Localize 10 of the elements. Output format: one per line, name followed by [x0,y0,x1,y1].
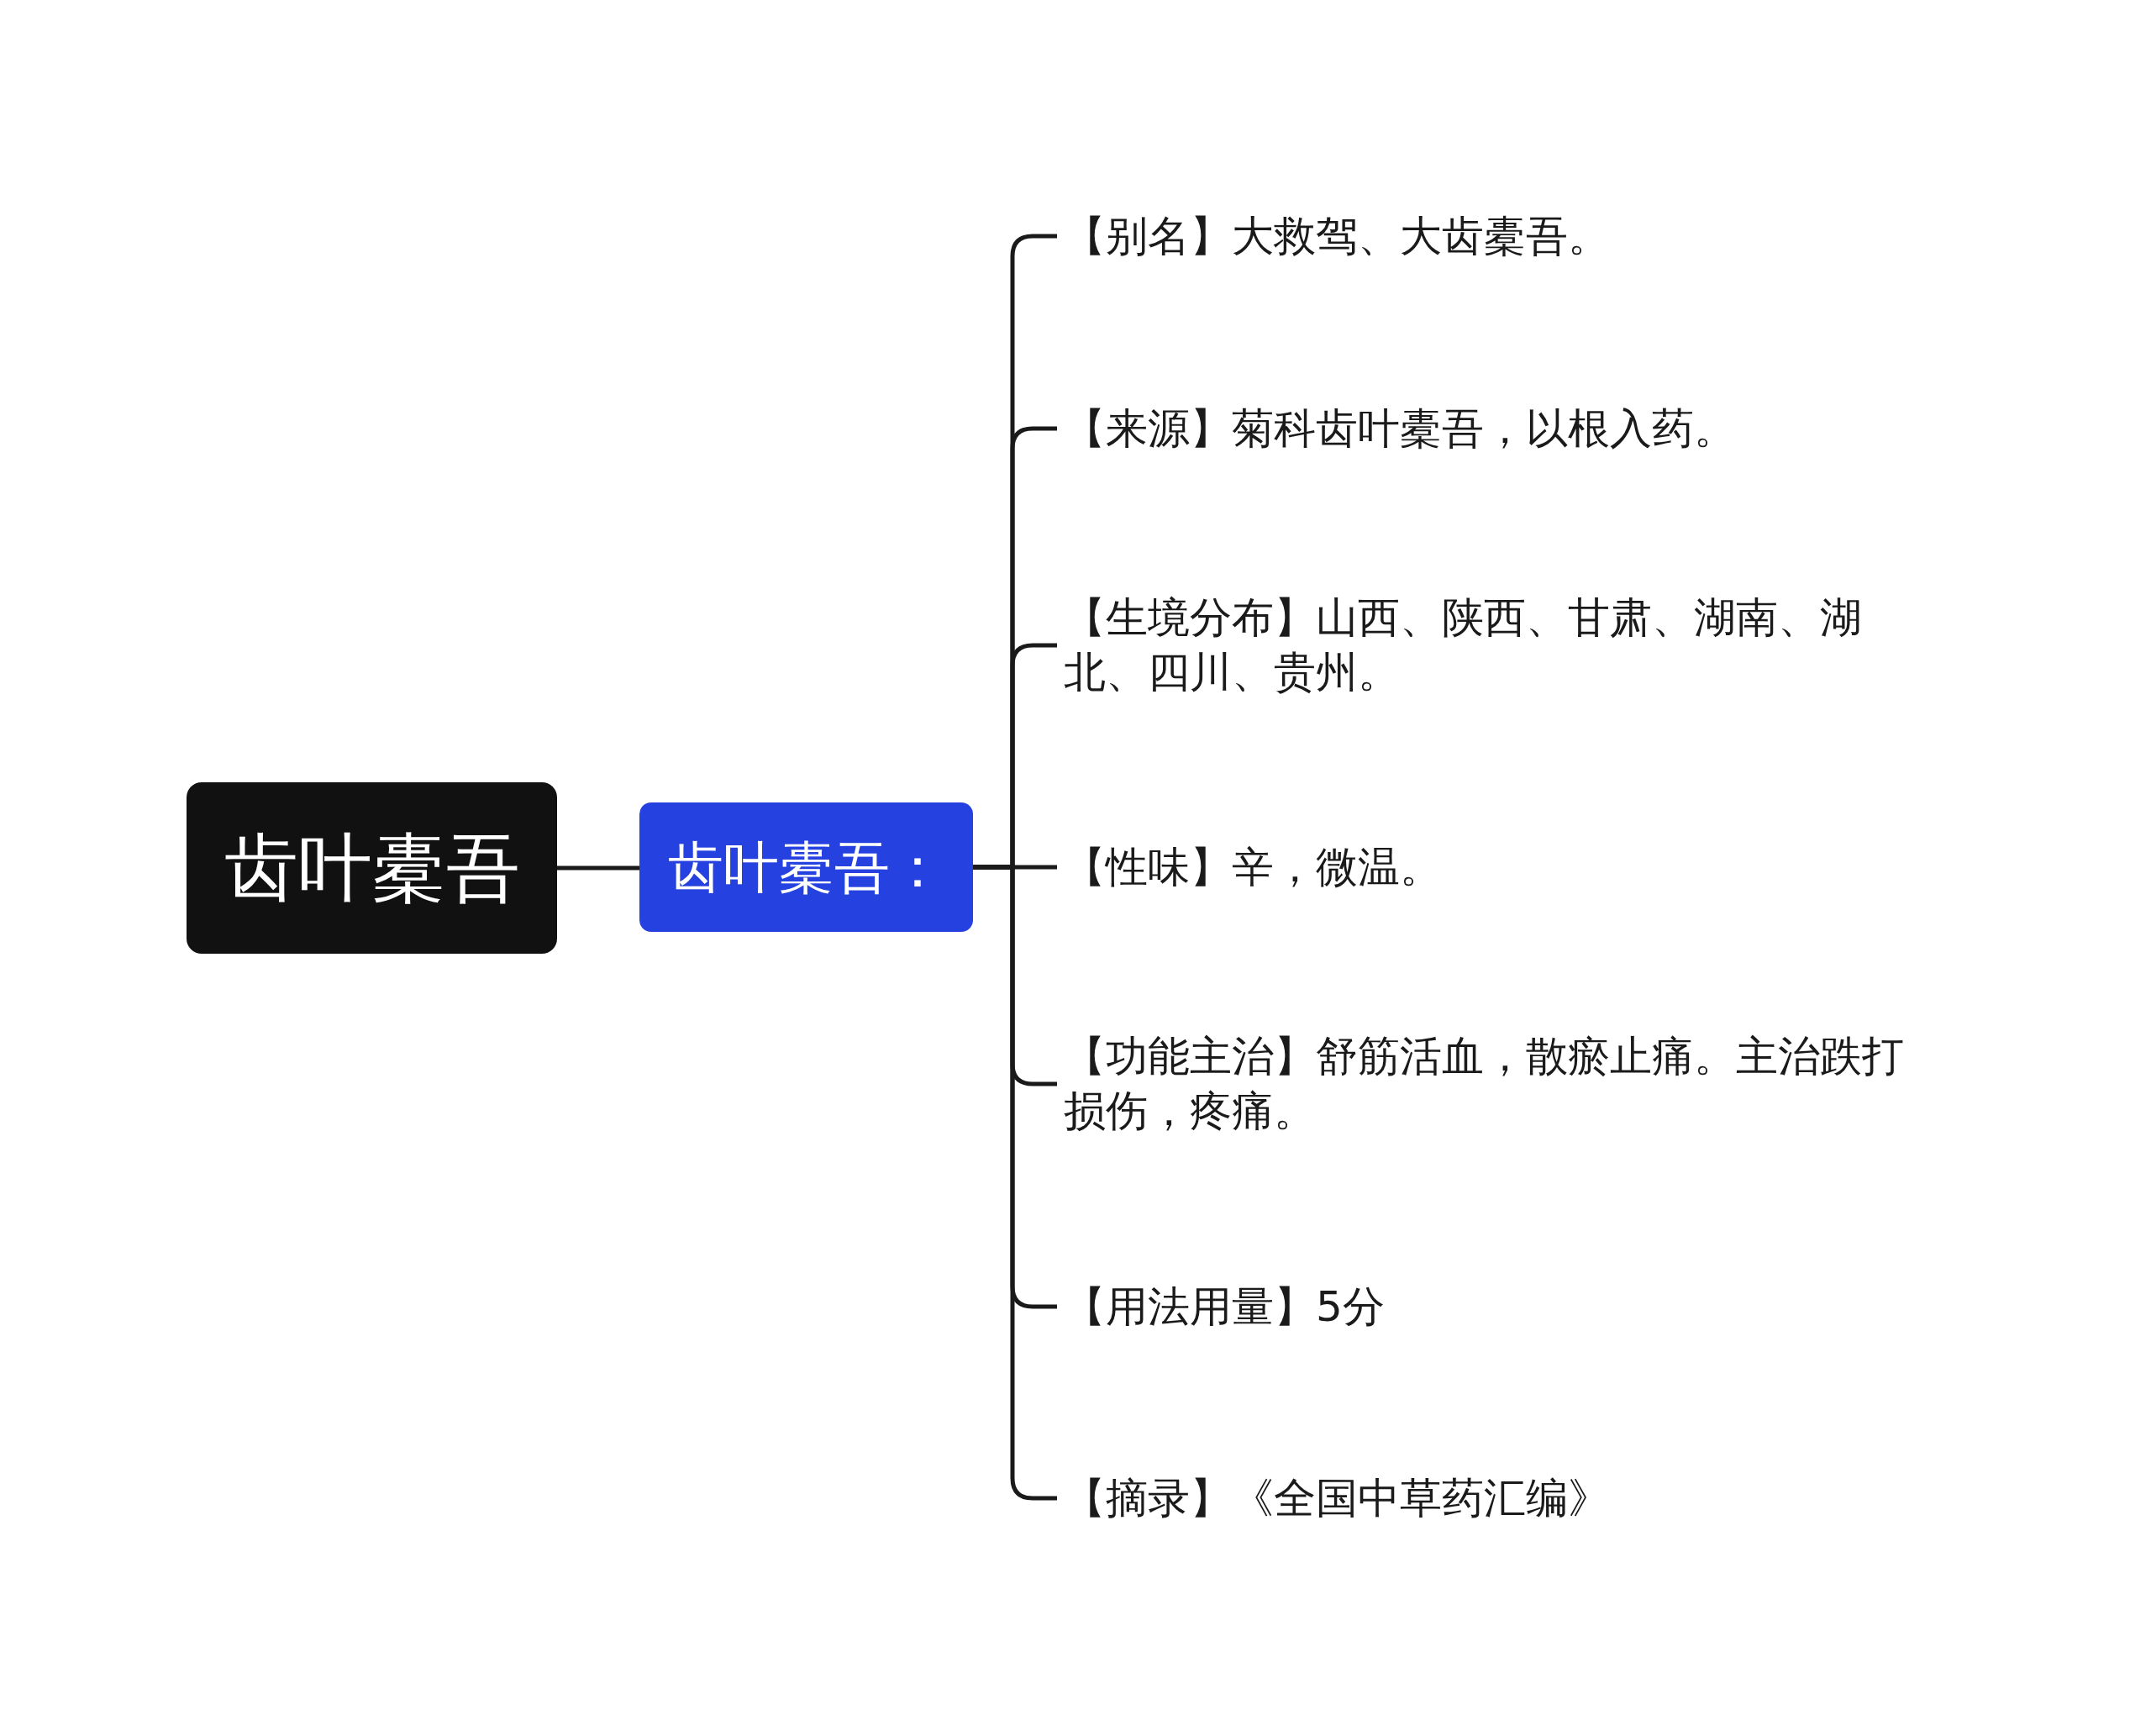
branch-text: 【摘录】《全国中草药汇编》 [1057,1470,1906,1526]
connector-line [557,865,639,871]
branch-text: 【来源】菊科齿叶橐吾，以根入药。 [1057,401,1906,456]
branch-text: 【性味】辛，微温。 [1057,839,1906,895]
branch-text: 【用法用量】5分 [1057,1279,1906,1334]
branch-text: 【功能主治】舒筋活血，散瘀止痛。主治跌打损伤，疼痛。 [1057,1029,1906,1139]
branch-text: 【生境分布】山西、陕西、甘肃、湖南、湖北、四川、贵州。 [1057,591,1906,700]
topic-box: 齿叶橐吾： [639,802,973,932]
branch-text: 【别名】大救驾、大齿橐吾。 [1057,208,1906,264]
root-topic-box: 齿叶橐吾 [187,782,557,954]
